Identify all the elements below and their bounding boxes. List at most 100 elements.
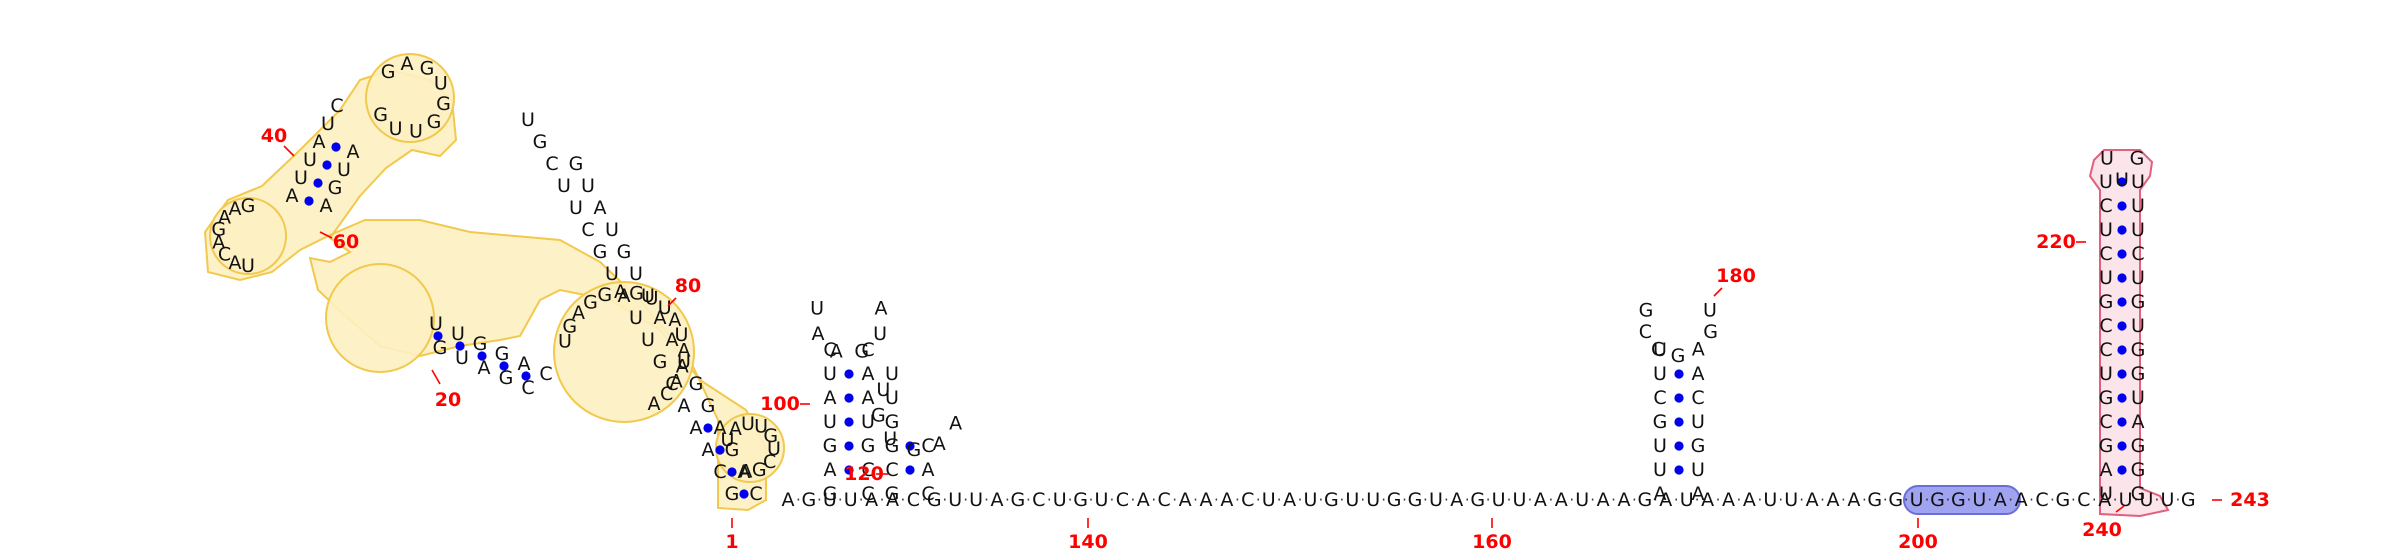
base-pair-dot <box>2117 417 2127 427</box>
backbone-link: · <box>1820 491 1825 509</box>
stem1-base: C <box>823 339 836 361</box>
backbone-base: A <box>1701 489 1714 511</box>
stem3-base: U <box>1691 411 1705 433</box>
domain-base: A <box>313 131 326 153</box>
backbone-link: · <box>1047 491 1052 509</box>
domain-interior-base: U <box>754 416 768 438</box>
base-pair-dot <box>1674 417 1684 427</box>
domain-base: U <box>677 351 691 373</box>
backbone-link: · <box>1653 491 1658 509</box>
stem2-base: G <box>885 483 900 505</box>
backbone-link: · <box>1089 491 1094 509</box>
position-label-20: 20 <box>435 389 461 411</box>
backbone-base: U <box>1053 489 1067 511</box>
backbone-link: · <box>1465 491 1470 509</box>
domain-interior-base: A <box>212 232 225 254</box>
domain-base: U <box>641 329 655 351</box>
backbone-base: G <box>1470 489 1485 511</box>
backbone-base: U <box>2160 489 2174 511</box>
backbone-base: A <box>1450 489 1463 511</box>
domain-base: U <box>605 263 619 285</box>
backbone-base: A <box>1534 489 1547 511</box>
stem3-base: A <box>1654 483 1667 505</box>
position-label-160: 160 <box>1472 531 1512 552</box>
domain-base: G <box>701 395 716 417</box>
backbone-base: A <box>1806 489 1819 511</box>
stem1-base: U <box>823 363 837 385</box>
highlight-interior-loop <box>325 263 435 373</box>
base-pair-dot <box>2117 369 2127 379</box>
domain-interior-base: U <box>658 297 672 319</box>
domain-base: A <box>666 329 679 351</box>
stem4-base: C <box>2131 243 2144 265</box>
domain-base: U <box>429 313 443 335</box>
domain-base: C <box>539 363 552 385</box>
backbone-base: G <box>1408 489 1423 511</box>
highlight-ugu-region <box>1903 485 2021 515</box>
stem4-loop-base: U <box>2100 148 2114 170</box>
backbone-base: C <box>907 489 920 511</box>
domain-interior-base: G <box>583 291 598 313</box>
backbone-base: G <box>1867 489 1882 511</box>
stem3-base: U <box>1653 459 1667 481</box>
backbone-link: · <box>1528 491 1533 509</box>
stem1-base: A <box>862 387 875 409</box>
position-tick <box>2115 505 2125 513</box>
backbone-link: · <box>1110 491 1115 509</box>
backbone-base: G <box>1324 489 1339 511</box>
position-label-60: 60 <box>333 231 359 253</box>
domain-interior-base: G <box>597 284 612 306</box>
domain-hairpin-loop-base: U <box>389 118 403 140</box>
backbone-base: A <box>1722 489 1735 511</box>
base-pair-dot <box>433 331 443 341</box>
backbone-base: U <box>1262 489 1276 511</box>
backbone-base: U <box>823 489 837 511</box>
stem3-base: U <box>1691 459 1705 481</box>
domain-interior-base: A <box>228 252 241 274</box>
backbone-base: C <box>1032 489 1045 511</box>
position-label-200: 200 <box>1898 531 1938 552</box>
backbone-link: · <box>1486 491 1491 509</box>
stem4-base: U <box>2131 195 2145 217</box>
domain-base: C <box>665 373 678 395</box>
base-pair-dot <box>2117 225 2127 235</box>
stem1-loop-base: U <box>873 323 887 345</box>
domain-hairpin-loop-base: A <box>401 53 414 75</box>
domain-base: A <box>690 417 703 439</box>
stem3-loop-base: G <box>1639 299 1654 321</box>
backbone-link: · <box>1235 491 1240 509</box>
domain-interior-base: A <box>677 340 690 362</box>
domain-base: A <box>518 353 531 375</box>
backbone-base: A <box>1283 489 1296 511</box>
position-label-243: 243 <box>2230 489 2270 511</box>
stem2-base: C <box>885 459 898 481</box>
backbone-base: A <box>1994 489 2007 511</box>
backbone-base: U <box>844 489 858 511</box>
stem2-base: G <box>885 411 900 433</box>
backbone-base: A <box>1597 489 1610 511</box>
backbone-link: · <box>2134 491 2139 509</box>
backbone-link: · <box>1172 491 1177 509</box>
domain-base: G <box>689 373 704 395</box>
domain-base: G <box>725 439 740 461</box>
base-pair-dot <box>2117 177 2127 187</box>
backbone-link: · <box>1381 491 1386 509</box>
base-pair-dot <box>844 465 854 475</box>
stem2-loop-base: U <box>876 379 890 401</box>
backbone-link: · <box>1946 491 1951 509</box>
domain-interior-base: G <box>562 315 577 337</box>
base-pair-dot <box>2117 441 2127 451</box>
domain-interior-base: A <box>739 461 752 483</box>
backbone-link: · <box>1987 491 1992 509</box>
backbone-link: · <box>1737 491 1742 509</box>
backbone-base: U <box>2119 489 2133 511</box>
backbone-link: · <box>1256 491 1261 509</box>
domain-base: A <box>320 195 333 217</box>
domain-hairpin-loop-base: G <box>436 93 451 115</box>
backbone-link: · <box>838 491 843 509</box>
stem4-loop-base: U <box>2115 169 2129 191</box>
backbone-link: · <box>1444 491 1449 509</box>
domain-interior-base: C <box>763 451 776 473</box>
stem3-base: C <box>1691 387 1704 409</box>
domain-base: G <box>569 153 584 175</box>
